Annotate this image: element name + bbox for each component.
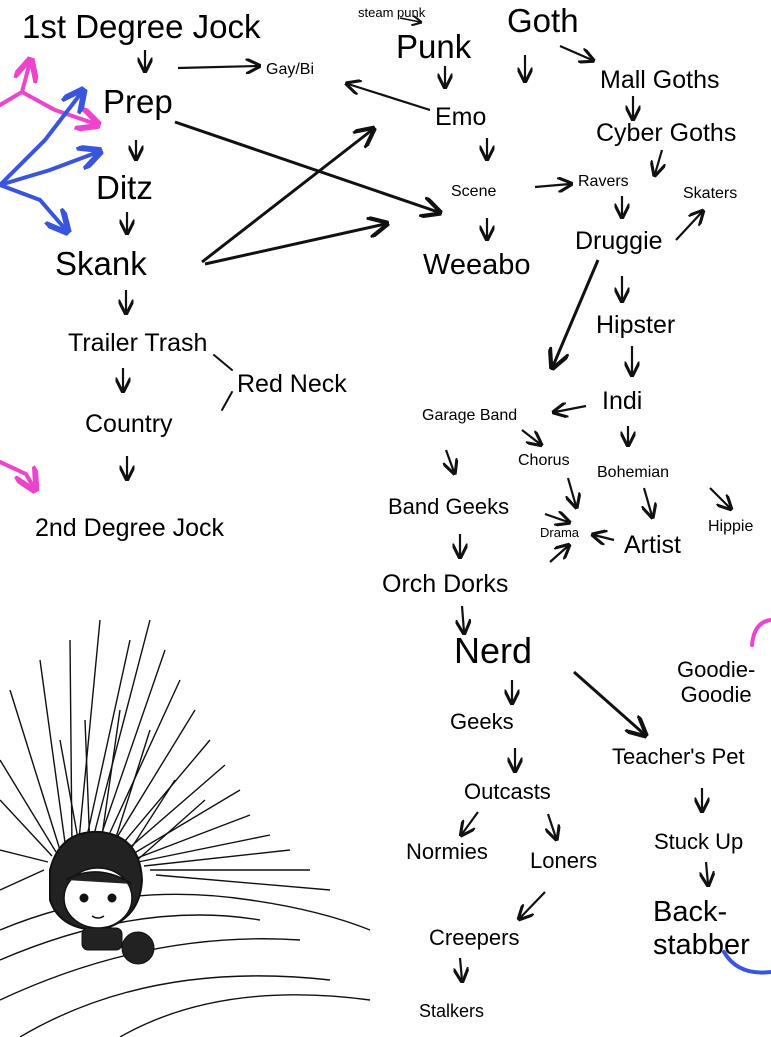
arrow-hippie <box>709 487 730 508</box>
label-stuck-up: Stuck Up <box>654 829 744 854</box>
pink-corner-mark <box>750 618 771 647</box>
label-hippie: Hippie <box>708 518 754 535</box>
label-cyber-goths: Cyber Goths <box>596 119 737 147</box>
blue-arrow-top <box>0 92 82 187</box>
arrow-nerd-teacher <box>573 670 644 734</box>
arrow-creepers-stalkers <box>460 957 462 980</box>
arrow-steampunk <box>399 18 420 22</box>
label-nerd: Nerd <box>454 630 533 671</box>
label-ravers: Ravers <box>578 173 629 190</box>
label-skaters: Skaters <box>683 185 738 202</box>
arrow-skank-emo <box>201 130 372 264</box>
blue-corner-mark <box>722 950 771 975</box>
label-stalkers: Stalkers <box>419 1001 485 1021</box>
arrow-garage-chorus <box>521 429 540 444</box>
label-drama: Drama <box>540 525 580 540</box>
label-druggie: Druggie <box>575 227 663 255</box>
label-artist: Artist <box>624 531 681 559</box>
pink-arrow-2nd <box>0 460 34 488</box>
pink-arrow-up <box>0 62 30 107</box>
label-2nd-degree-jock: 2nd Degree Jock <box>35 514 225 542</box>
arrow-druggie-skaters <box>675 212 702 241</box>
label-goth: Goth <box>507 2 579 39</box>
label-scene: Scene <box>451 183 497 200</box>
arrow-outcasts-loners <box>548 813 556 838</box>
label-ditz: Ditz <box>96 169 153 206</box>
label-hipster: Hipster <box>596 311 676 339</box>
arrow-bandgeeks-drama <box>544 514 568 522</box>
arrow-orch-nerd <box>462 605 464 632</box>
label-weeabo: Weeabo <box>423 249 531 281</box>
label-prep: Prep <box>103 83 173 120</box>
arrow-prep-scene <box>174 120 438 212</box>
arrow-bohemian-artist <box>644 487 652 516</box>
red-neck-connector <box>221 391 233 411</box>
arrow-garage-band <box>446 449 454 472</box>
label-teachers-pet: Teacher's Pet <box>612 744 745 769</box>
label-band-geeks: Band Geeks <box>388 494 510 519</box>
label-skank: Skank <box>55 245 147 282</box>
label-mall-goths: Mall Goths <box>600 66 720 94</box>
blue-arrow-mid <box>0 152 98 187</box>
arrow-indi-garage <box>555 406 587 412</box>
arrow-cyber-ravers <box>655 149 662 174</box>
label-orch-dorks: Orch Dorks <box>382 570 509 598</box>
label-backstabber: Back- stabber <box>653 896 750 962</box>
arrow-artist-drama <box>594 535 615 540</box>
label-bohemian: Bohemian <box>597 464 670 481</box>
label-normies: Normies <box>406 839 488 864</box>
pink-stub <box>213 354 233 371</box>
label-emo: Emo <box>435 103 487 131</box>
label-outcasts: Outcasts <box>464 779 551 804</box>
character-head <box>49 830 155 965</box>
label-country: Country <box>85 410 173 438</box>
label-1st-degree-jock: 1st Degree Jock <box>22 8 261 45</box>
label-creepers: Creepers <box>429 925 520 950</box>
label-trailer-trash: Trailer Trash <box>68 329 208 357</box>
label-red-neck: Red Neck <box>237 370 347 398</box>
label-gay-bi: Gay/Bi <box>266 61 315 78</box>
arrow-emo-gay <box>348 84 431 112</box>
label-loners: Loners <box>530 848 598 873</box>
arrow-druggie-garage <box>553 259 600 366</box>
arrow-orch-drama <box>549 546 568 563</box>
label-garage-band: Garage Band <box>422 407 518 424</box>
arrow-loners-creepers <box>520 891 546 918</box>
arrow-goth-mall <box>559 44 592 60</box>
label-geeks: Geeks <box>450 709 514 734</box>
label-punk: Punk <box>396 28 472 65</box>
arrow-stuck-back <box>706 861 708 884</box>
label-chorus: Chorus <box>518 452 570 469</box>
spiky-hair-strokes <box>0 619 371 1037</box>
arrow-jock-gay <box>177 66 258 68</box>
label-steam-punk: steam punk <box>358 5 426 20</box>
sketch-drawing <box>0 619 371 1037</box>
blue-arrow-low <box>0 183 66 230</box>
arrow-scene-ravers <box>534 184 570 187</box>
arrow-skank-scene <box>204 224 385 266</box>
arrow-chorus-drama <box>568 477 576 506</box>
pink-arrow-prep <box>20 90 96 124</box>
arrow-outcasts-normies <box>462 811 479 834</box>
label-indi: Indi <box>602 387 643 415</box>
label-goodie-goodie: Goodie- Goodie <box>677 657 756 708</box>
